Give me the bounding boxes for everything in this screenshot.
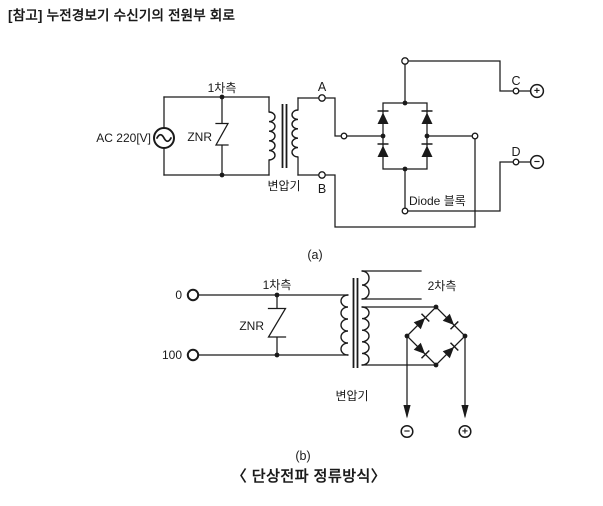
primary-side-label-b: 1차측 (263, 278, 292, 292)
figure-footer-caption: 〈 단상전파 정류방식〉 (232, 467, 387, 485)
plus-terminal-icon (529, 83, 545, 99)
varistor-label-a: ZNR (187, 130, 212, 144)
junction-dot (433, 362, 439, 368)
terminal-100-label: 100 (162, 348, 182, 362)
connector-terminal (401, 207, 409, 215)
primary-coil-b (340, 294, 349, 356)
arrow-down-icon (403, 405, 411, 419)
circuit-a: AC 220[V] 1차측 ZNR 변압기 A (96, 57, 545, 262)
ac-source-label: AC 220[V] (96, 131, 151, 145)
terminal-d-label: D (511, 145, 520, 159)
varistor-a (214, 96, 230, 176)
node-b-terminal (318, 171, 326, 179)
transformer-b (340, 270, 437, 368)
primary-side-label-a: 1차측 (208, 81, 237, 95)
output-negative-b: − (400, 335, 414, 439)
caption-a: (a) (307, 248, 322, 262)
output-c: + (401, 57, 545, 104)
diode-block-label: Diode 블록 (409, 194, 466, 208)
primary-loop-a (163, 94, 270, 178)
diode-icon (442, 342, 459, 359)
secondary-coil-a (291, 109, 299, 158)
connector-terminal (401, 57, 409, 65)
input-terminals-b (186, 288, 349, 362)
varistor-b (267, 294, 287, 356)
node-a-label: A (318, 80, 327, 94)
connector-terminal (340, 132, 348, 140)
secondary-coil-top (361, 270, 370, 300)
varistor-label-b: ZNR (239, 319, 264, 333)
diode-icon (377, 143, 389, 157)
varistor-symbol (267, 307, 287, 338)
plus-sign: + (534, 85, 540, 97)
node-b-label: B (318, 182, 326, 196)
plus-sign: + (462, 426, 468, 438)
caption-b: (b) (295, 449, 310, 463)
circuit-b: 0 100 1차측 ZNR 2차측 변압기 (162, 270, 472, 463)
terminal-c (512, 87, 520, 95)
node-a-path (297, 94, 384, 140)
node-b-path (297, 132, 479, 228)
junction-dot (433, 304, 439, 310)
minus-terminal-icon (400, 424, 414, 439)
junction-dot (424, 133, 430, 139)
diode-icon (413, 342, 430, 359)
minus-sign: − (404, 426, 410, 438)
secondary-coil-bottom (361, 306, 370, 366)
arrow-down-icon (461, 405, 469, 419)
diode-icon (421, 143, 433, 157)
diode-icon (377, 110, 389, 124)
junction-dot (380, 133, 386, 139)
terminal-100 (186, 348, 200, 362)
minus-terminal-icon (529, 154, 545, 170)
ac-source (153, 127, 175, 149)
output-d: − (401, 154, 545, 215)
output-positive-b: + (458, 335, 472, 439)
sine-wave-icon (156, 133, 172, 143)
bridge-rectifier-a (377, 100, 433, 172)
diode-icon (413, 313, 430, 330)
terminal-c-label: C (511, 74, 520, 88)
transformer-label-b: 변압기 (335, 389, 368, 403)
transformer-label-a: 변압기 (267, 179, 300, 193)
transformer-a (268, 97, 299, 176)
minus-sign: − (534, 156, 540, 168)
primary-coil-a (268, 111, 276, 161)
secondary-side-label-b: 2차측 (428, 279, 457, 293)
diode-icon (421, 110, 433, 124)
terminal-0 (186, 288, 200, 302)
varistor-symbol (214, 122, 230, 146)
diode-icon (442, 313, 459, 330)
bridge-rectifier-b (404, 304, 468, 368)
node-a-terminal (318, 94, 326, 102)
terminal-d (512, 158, 520, 166)
connector-terminal (471, 132, 479, 140)
plus-terminal-icon (458, 424, 472, 439)
terminal-0-label: 0 (175, 288, 182, 302)
figure-title: [참고] 누전경보기 수신기의 전원부 회로 (8, 7, 235, 23)
